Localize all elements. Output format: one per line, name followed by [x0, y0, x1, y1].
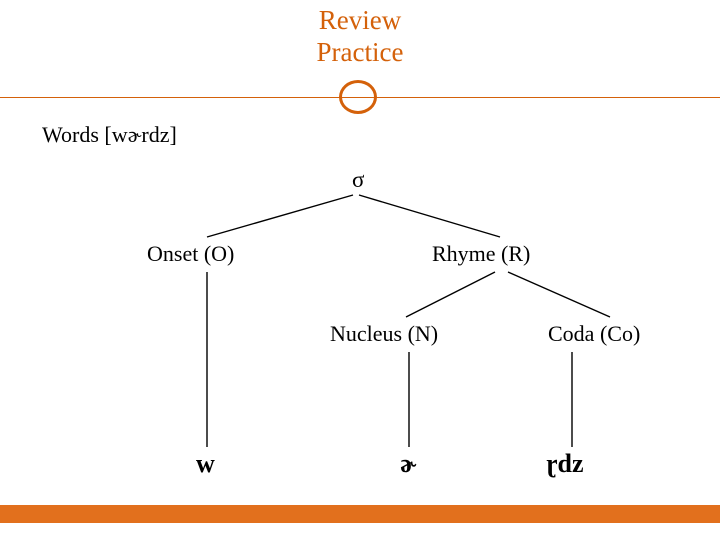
circle-decoration-icon: [339, 80, 377, 114]
title-line-1: Review: [318, 5, 402, 35]
tree-leaf-coda: ɽdz: [546, 449, 584, 478]
tree-leaf-nucleus: ɚ: [400, 449, 417, 478]
tree-node-coda: Coda (Co): [548, 321, 641, 346]
bottom-accent-bar: [0, 505, 720, 523]
tree-node-rhyme: Rhyme (R): [432, 241, 531, 266]
tree-leaf-onset: w: [196, 449, 215, 478]
title-line-2: Practice: [316, 37, 404, 67]
tree-node-sigma: σ: [352, 167, 365, 192]
page-title: Review Practice: [110, 4, 610, 68]
tree-node-onset: Onset (O): [147, 241, 235, 266]
words-label: Words [wɚrdz]: [42, 122, 177, 147]
tree-node-nucleus: Nucleus (N): [330, 321, 439, 346]
